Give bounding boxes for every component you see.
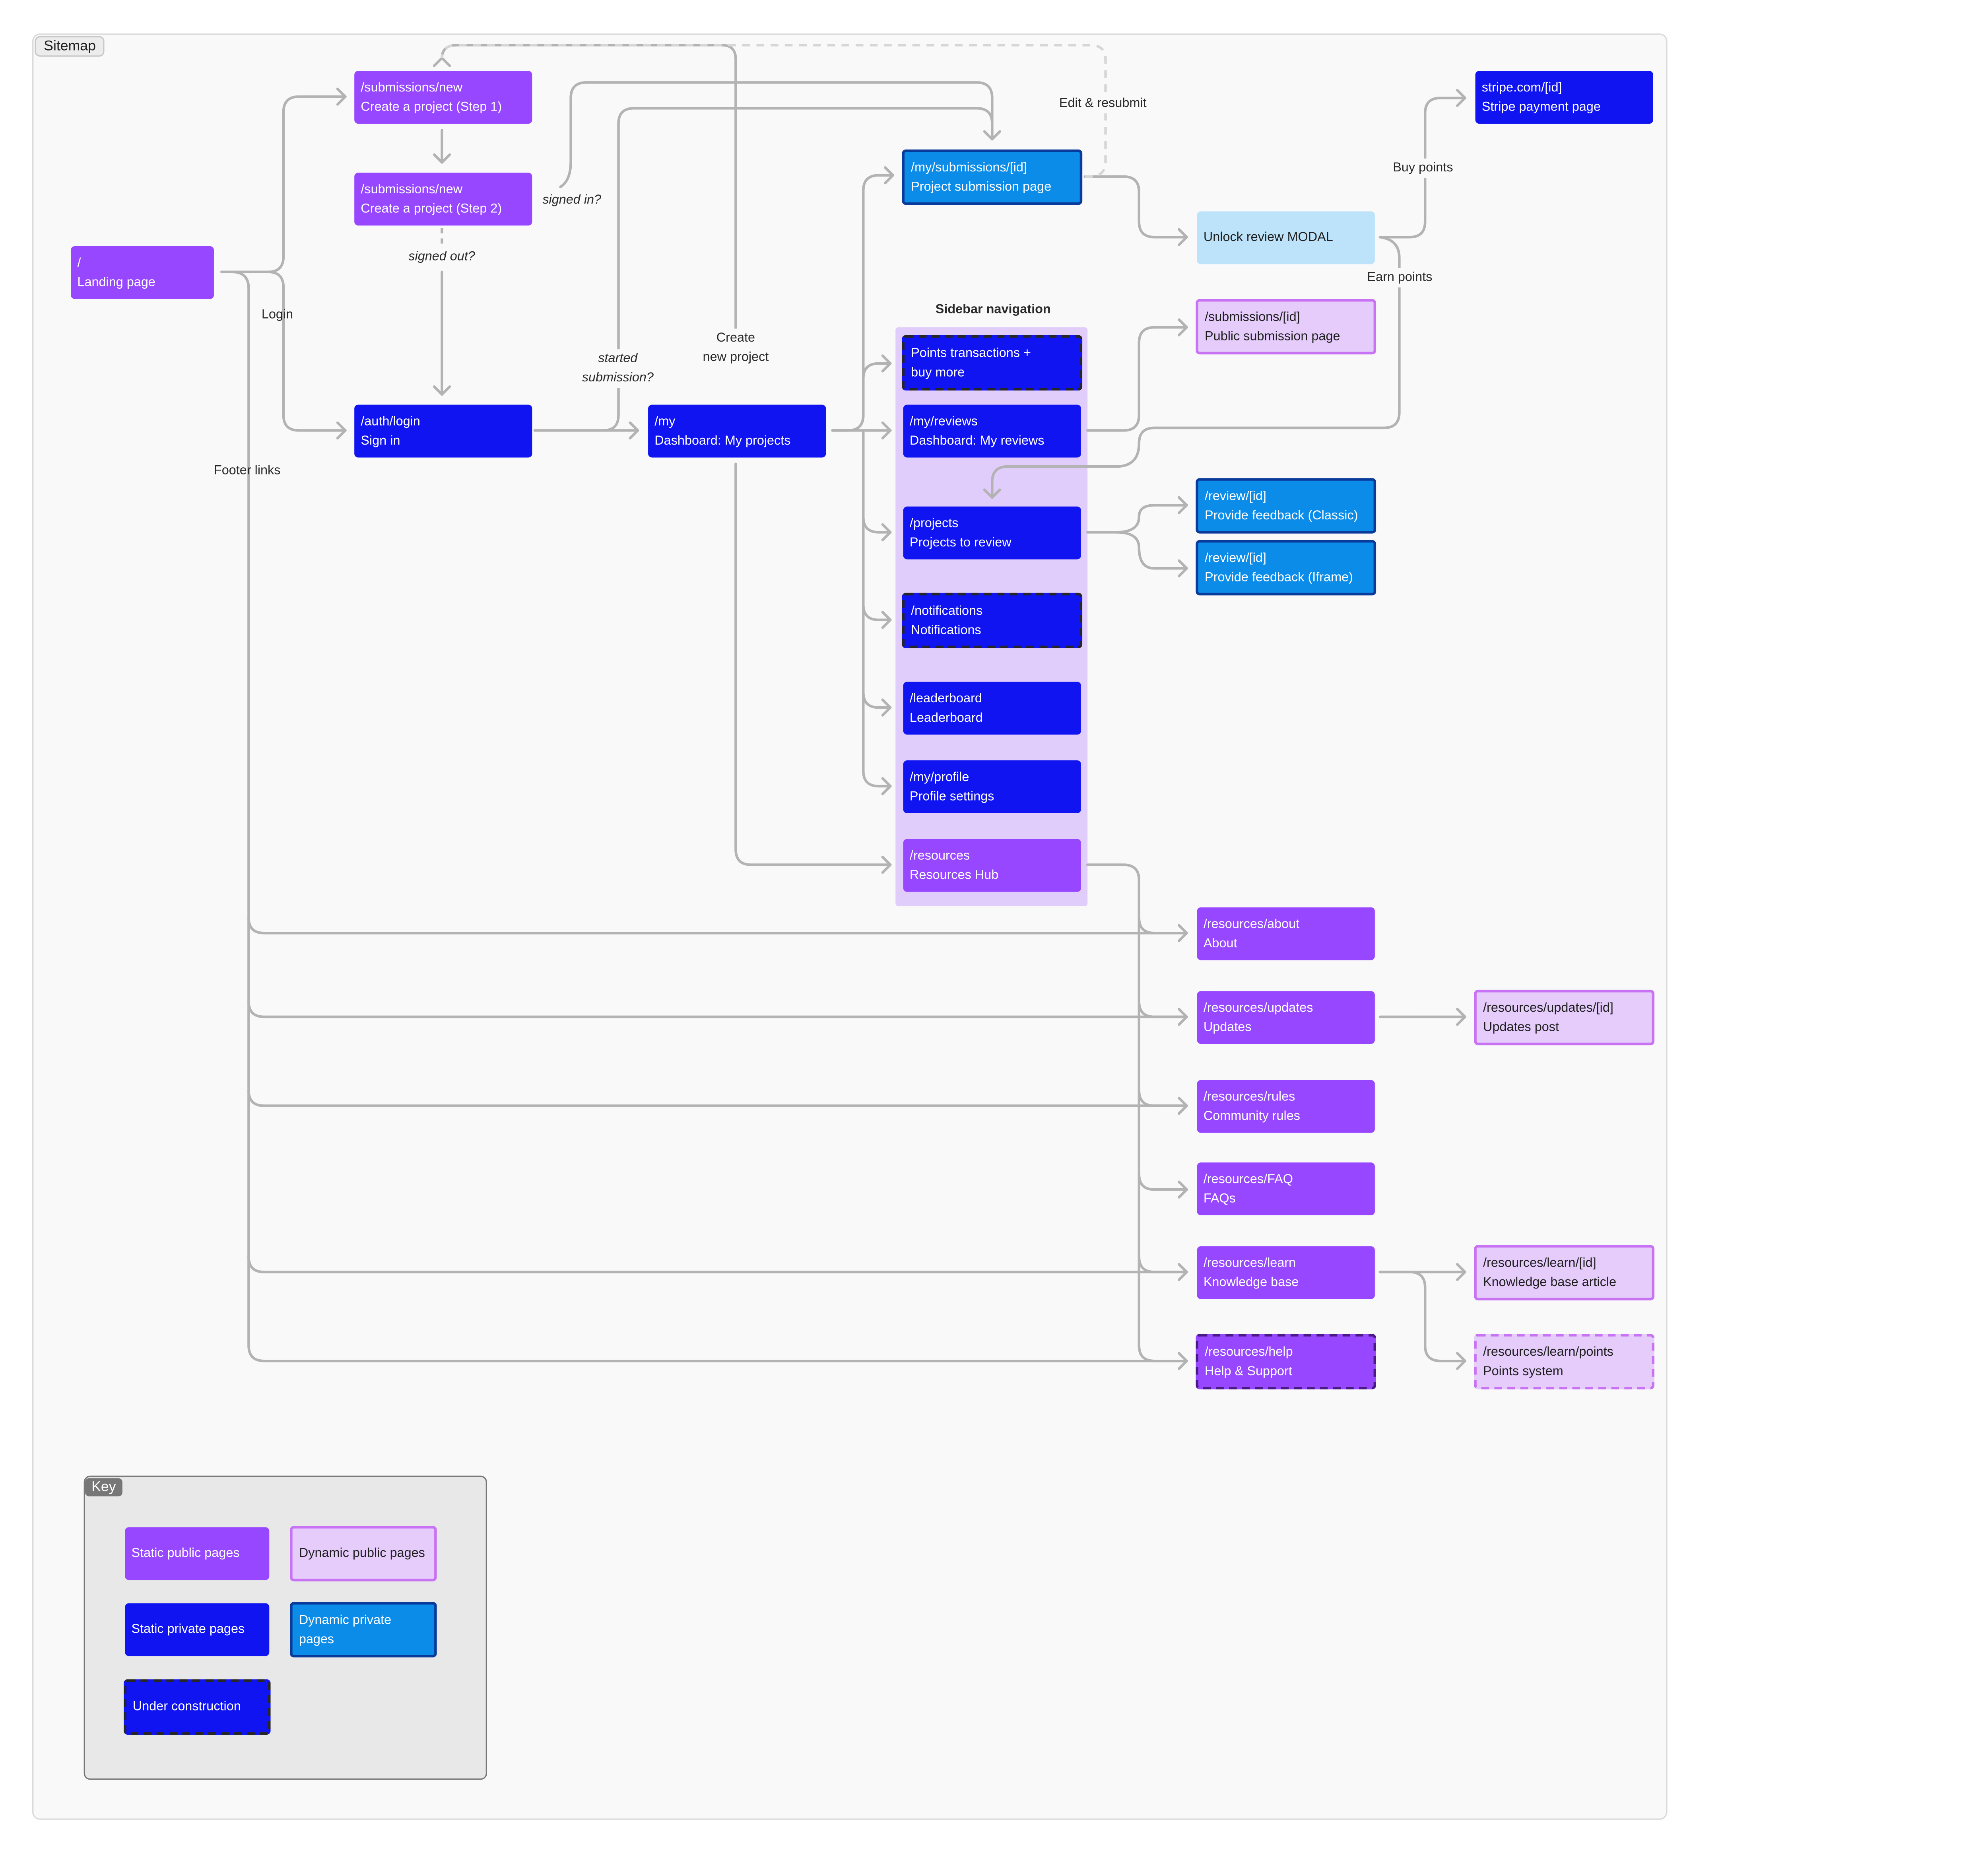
edge-label-create-new-project: Create new project: [694, 328, 777, 367]
edge-dashboard-to-points: [831, 362, 892, 432]
node-feedback-classic[interactable]: /review/[id]Provide feedback (Classic): [1196, 478, 1376, 534]
frame-title: Sitemap: [35, 36, 105, 57]
edge-edit-resubmit: [441, 44, 1107, 178]
edge-footer-to-about: [247, 916, 1188, 935]
edge-projects-to-review-iframe: [1114, 531, 1188, 570]
legend-static-public: Static public pages: [125, 1527, 270, 1580]
edge-learn-to-points-system: [1378, 1271, 1466, 1362]
edge-dashboard-to-submission-page: [602, 107, 994, 432]
node-public-submission-page[interactable]: /submissions/[id]Public submission page: [1196, 299, 1376, 355]
edge-label-signed-out: signed out?: [403, 247, 480, 267]
edge-dashboard-to-profile: [862, 691, 892, 788]
edge-resources-trunk: [1086, 863, 1188, 1362]
node-points-transactions[interactable]: Points transactions +buy more: [902, 335, 1083, 391]
node-unlock-review-modal[interactable]: Unlock review MODAL: [1197, 211, 1375, 264]
legend-under-construction: Under construction: [124, 1679, 271, 1735]
edge-earn-points: [991, 236, 1401, 499]
legend-dynamic-public: Dynamic public pages: [290, 1526, 437, 1582]
edge-label-signed-in: signed in?: [540, 190, 604, 210]
edge-dashboard-to-resources: [734, 463, 892, 866]
edge-footer-to-updates: [247, 1000, 1188, 1018]
edge-label-started-submission: started submission?: [576, 349, 660, 388]
edge-dashboard-to-projects: [862, 429, 892, 534]
edge-label-footer-links: Footer links: [214, 464, 281, 478]
node-knowledge-base-article[interactable]: /resources/learn/[id]Knowledge base arti…: [1474, 1245, 1655, 1300]
edge-label-edit-resubmit: Edit & resubmit: [1056, 94, 1149, 114]
edge-footer-to-rules: [247, 1089, 1188, 1107]
edge-step2-to-submission-page: [559, 81, 994, 189]
edge-create-new-project: [441, 44, 737, 333]
node-feedback-iframe[interactable]: /review/[id]Provide feedback (Iframe): [1196, 540, 1376, 596]
legend-title: Key: [85, 1478, 122, 1496]
edge-landing-to-new-step1: [220, 95, 347, 274]
edge-footer-trunk: [220, 270, 1188, 1362]
legend-static-private: Static private pages: [125, 1603, 270, 1656]
sidebar-navigation-title: Sidebar navigation: [935, 303, 1051, 317]
edge-landing-to-login: [220, 270, 347, 432]
edge-label-earn-points: Earn points: [1363, 268, 1437, 288]
node-updates-post[interactable]: /resources/updates/[id]Updates post: [1474, 989, 1655, 1046]
edge-footer-to-learn: [247, 1255, 1188, 1273]
edge-submission-to-unlock-modal: [1083, 175, 1188, 239]
edge-label-login: Login: [261, 308, 293, 323]
edge-label-buy-points: Buy points: [1390, 158, 1456, 178]
edge-resources-to-faq: [1138, 1173, 1188, 1191]
node-stripe-payment-page[interactable]: stripe.com/[id]Stripe payment page: [1475, 71, 1653, 124]
edge-projects-to-review-classic: [1086, 504, 1188, 534]
node-project-submission-page[interactable]: /my/submissions/[id]Project submission p…: [902, 149, 1083, 205]
node-landing-page[interactable]: /Landing page: [71, 246, 214, 299]
edge-myreviews-to-public-submission: [1086, 326, 1188, 432]
